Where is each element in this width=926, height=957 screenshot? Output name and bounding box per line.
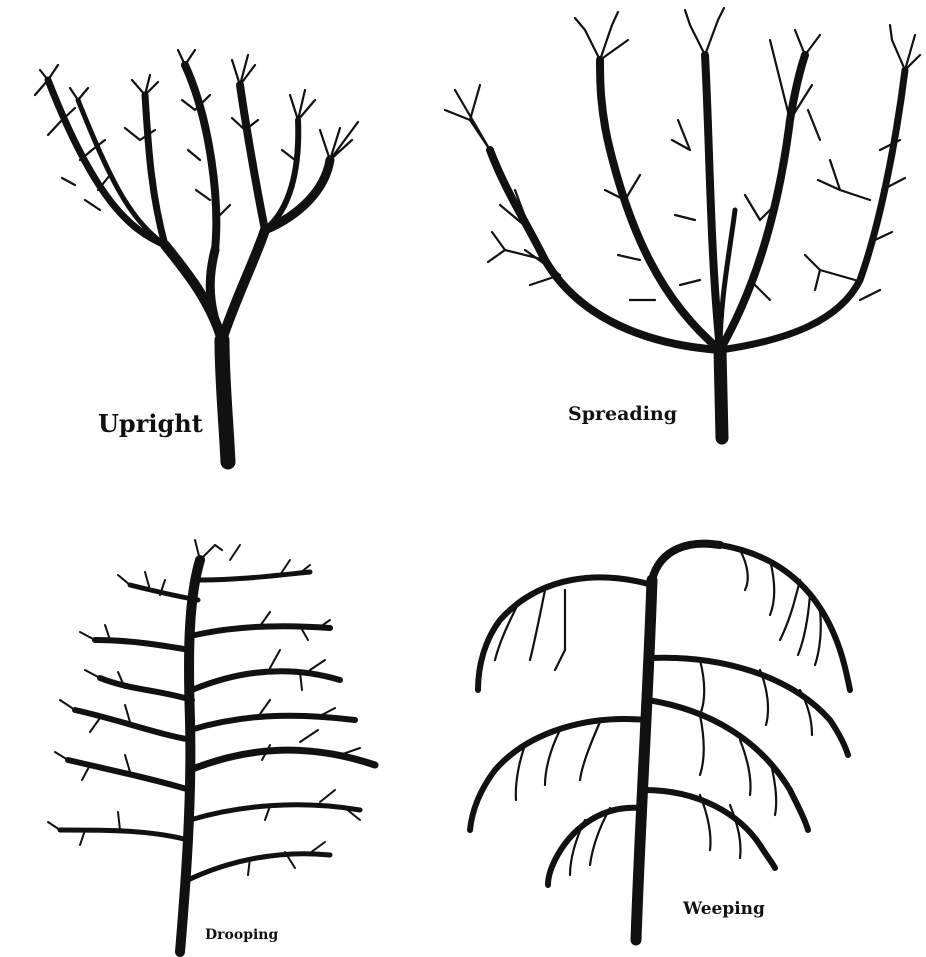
upright-tree: [35, 50, 358, 462]
upright-label: Upright: [98, 409, 203, 438]
weeping-label: Weeping: [682, 899, 765, 919]
spreading-tree: [445, 8, 920, 438]
drooping-label: Drooping: [205, 927, 278, 943]
spreading-label: Spreading: [568, 403, 677, 425]
weeping-tree: [470, 544, 850, 940]
drooping-tree: [48, 540, 375, 952]
